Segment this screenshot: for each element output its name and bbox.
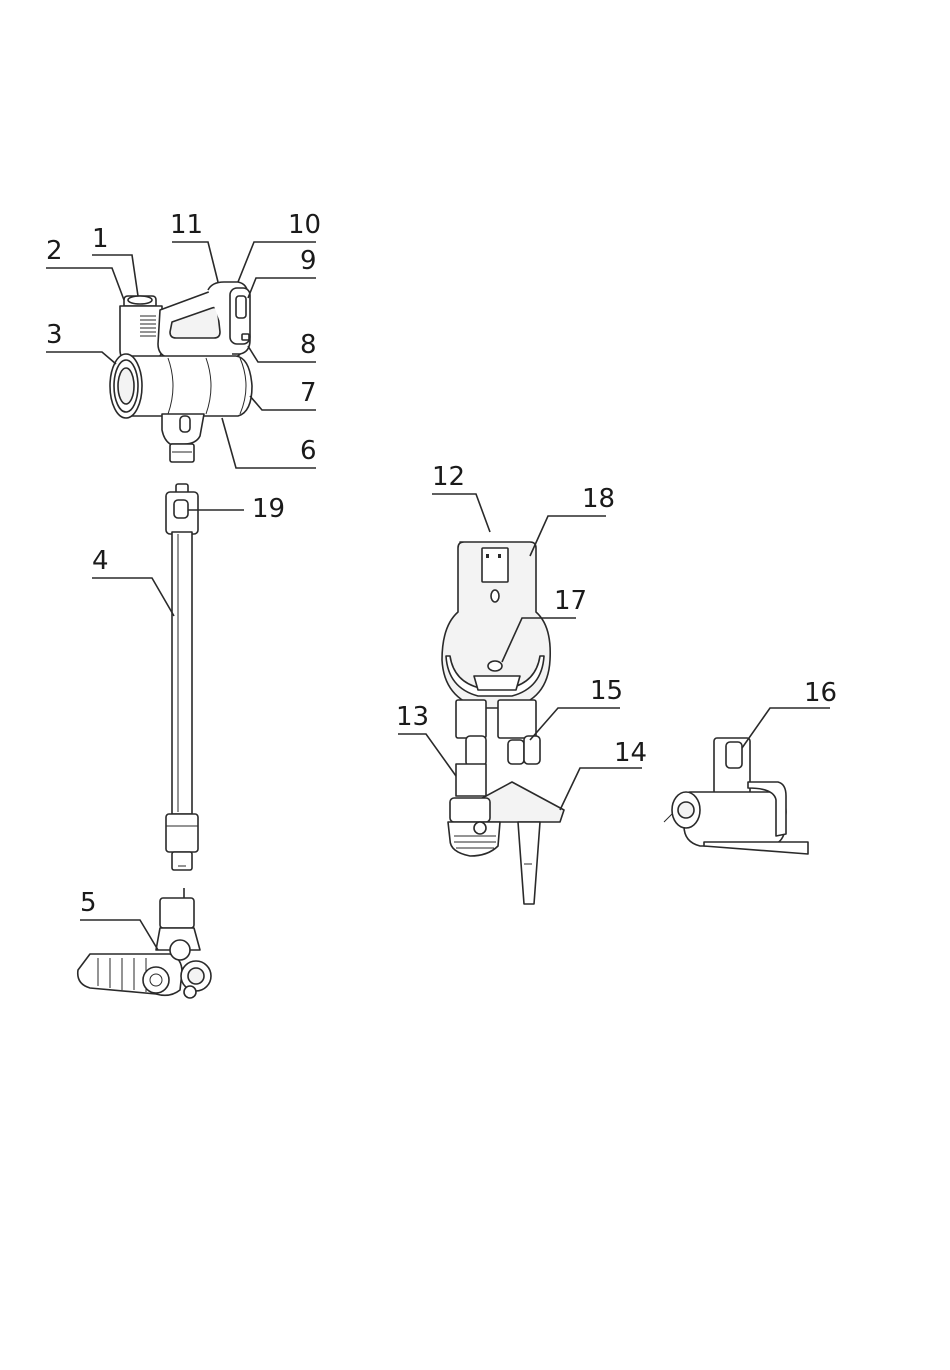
mini-turbo-brush-illustration — [664, 738, 808, 854]
part-label-17: 17 — [554, 588, 587, 614]
part-label-10: 10 — [288, 212, 321, 238]
part-label-8: 8 — [300, 332, 317, 358]
extension-tube-illustration — [166, 484, 198, 870]
part-label-11: 11 — [170, 212, 203, 238]
part-label-13: 13 — [396, 704, 429, 730]
main-unit-illustration — [110, 282, 252, 462]
part-label-7: 7 — [300, 380, 317, 406]
part-label-5: 5 — [80, 890, 97, 916]
part-label-4: 4 — [92, 548, 109, 574]
part-label-3: 3 — [46, 322, 63, 348]
part-label-15: 15 — [590, 678, 623, 704]
part-label-2: 2 — [46, 238, 63, 264]
part-label-18: 18 — [582, 486, 615, 512]
floor-brush-illustration — [78, 888, 211, 998]
part-label-12: 12 — [432, 464, 465, 490]
part-label-19: 19 — [252, 496, 285, 522]
part-label-9: 9 — [300, 248, 317, 274]
part-label-14: 14 — [614, 740, 647, 766]
part-label-6: 6 — [300, 438, 317, 464]
part-label-16: 16 — [804, 680, 837, 706]
part-label-1: 1 — [92, 226, 109, 252]
